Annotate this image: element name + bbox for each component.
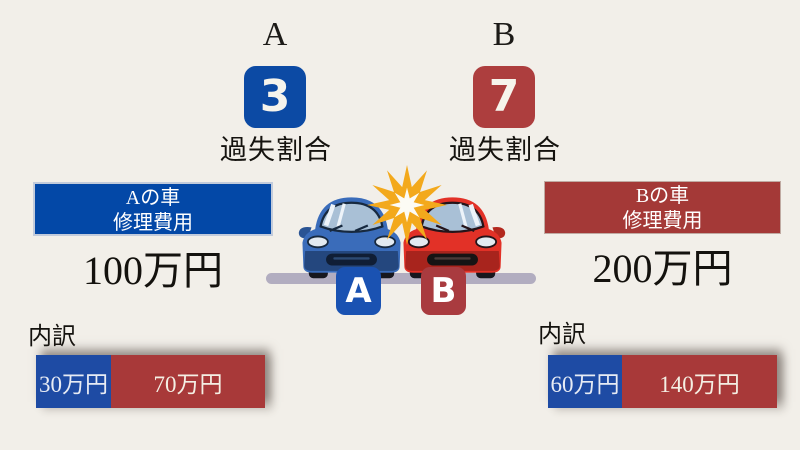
party-a-breakdown-segment-red: 70万円 xyxy=(111,355,265,408)
road-badge-b-letter: B xyxy=(430,271,457,311)
road-badge-a: A xyxy=(336,267,381,315)
blue-car-icon xyxy=(298,197,401,279)
party-b-breakdown-bar: 60万円 140万円 xyxy=(548,355,777,408)
party-a-repair-box-line2: 修理費用 xyxy=(113,212,193,234)
party-a-repair-box-line1: Aの車 xyxy=(125,187,181,209)
road-bar xyxy=(266,273,536,284)
party-b-breakdown-blue-value: 60万円 xyxy=(550,371,620,397)
party-a-breakdown-label: 内訳 xyxy=(28,324,76,350)
party-b-repair-box: Bの車 修理費用 xyxy=(544,181,781,234)
party-b-breakdown-segment-red: 140万円 xyxy=(622,355,777,408)
road-badge-a-letter: A xyxy=(345,271,372,311)
party-b-breakdown-red-value: 140万円 xyxy=(659,371,740,397)
party-a-fault-label: 過失割合 xyxy=(220,135,332,165)
party-a-fault-score: 3 xyxy=(259,71,291,122)
party-b-repair-amount: 200万円 xyxy=(592,246,733,291)
party-b-breakdown-segment-blue: 60万円 xyxy=(548,355,622,408)
party-b-repair-box-line2: 修理費用 xyxy=(622,210,703,232)
collision-burst-icon xyxy=(367,165,447,245)
party-a-breakdown-red-value: 70万円 xyxy=(153,371,223,397)
party-b-fault-score-box: 7 xyxy=(473,66,535,128)
party-a-breakdown-blue-value: 30万円 xyxy=(39,371,108,397)
party-a-letter: A xyxy=(262,16,288,53)
party-b-fault-label: 過失割合 xyxy=(449,135,561,165)
party-b-fault-score: 7 xyxy=(488,71,520,122)
party-a-breakdown-segment-blue: 30万円 xyxy=(36,355,111,408)
party-a-breakdown-bar: 30万円 70万円 xyxy=(36,355,265,408)
party-b-repair-box-line1: Bの車 xyxy=(635,185,690,207)
road-badge-b: B xyxy=(421,267,466,315)
party-b-letter: B xyxy=(492,16,516,53)
party-a-repair-box: Aの車 修理費用 xyxy=(33,182,273,236)
car-a-illustration xyxy=(298,197,401,279)
party-a-fault-score-box: 3 xyxy=(244,66,306,128)
party-a-repair-amount: 100万円 xyxy=(83,248,223,293)
party-b-breakdown-label: 内訳 xyxy=(538,322,586,348)
